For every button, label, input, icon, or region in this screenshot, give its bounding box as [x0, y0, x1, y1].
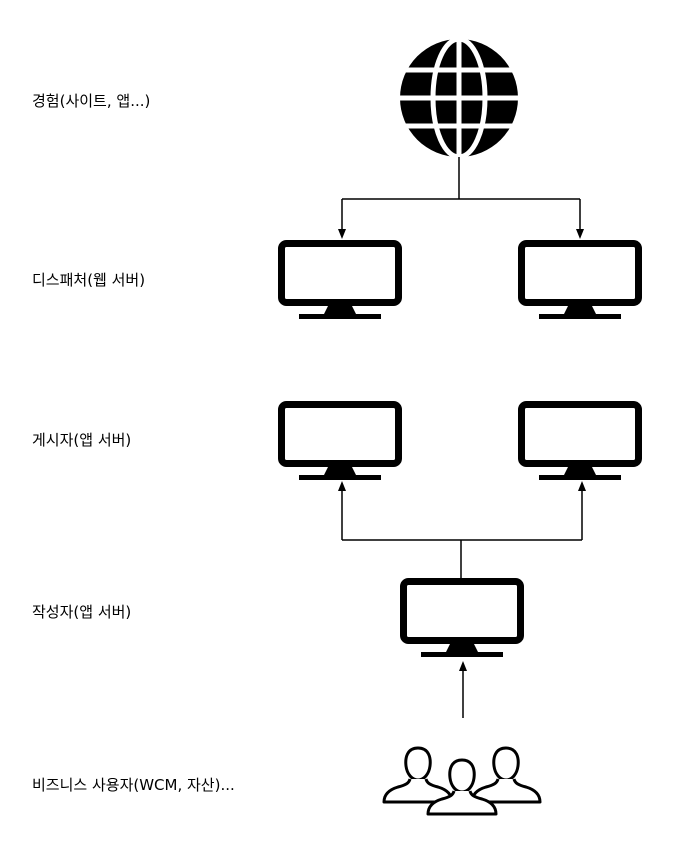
label-dispatcher: 디스패처(웹 서버): [32, 271, 146, 289]
users-group-icon: [382, 746, 542, 816]
label-publisher: 게시자(앱 서버): [32, 431, 132, 449]
author-to-publishers-connector: [338, 481, 586, 578]
globe-to-dispatchers-connector: [338, 157, 584, 239]
publisher-monitor-left-icon: [282, 405, 399, 481]
label-experience: 경험(사이트, 앱...): [32, 92, 151, 110]
label-users: 비즈니스 사용자(WCM, 자산)...: [32, 776, 235, 794]
dispatcher-monitor-left-icon: [282, 244, 399, 320]
dispatcher-monitor-right-icon: [522, 244, 639, 320]
label-author: 작성자(앱 서버): [32, 603, 132, 621]
globe-icon: [400, 36, 518, 160]
author-monitor-icon: [404, 582, 521, 658]
publisher-monitor-right-icon: [522, 405, 639, 481]
